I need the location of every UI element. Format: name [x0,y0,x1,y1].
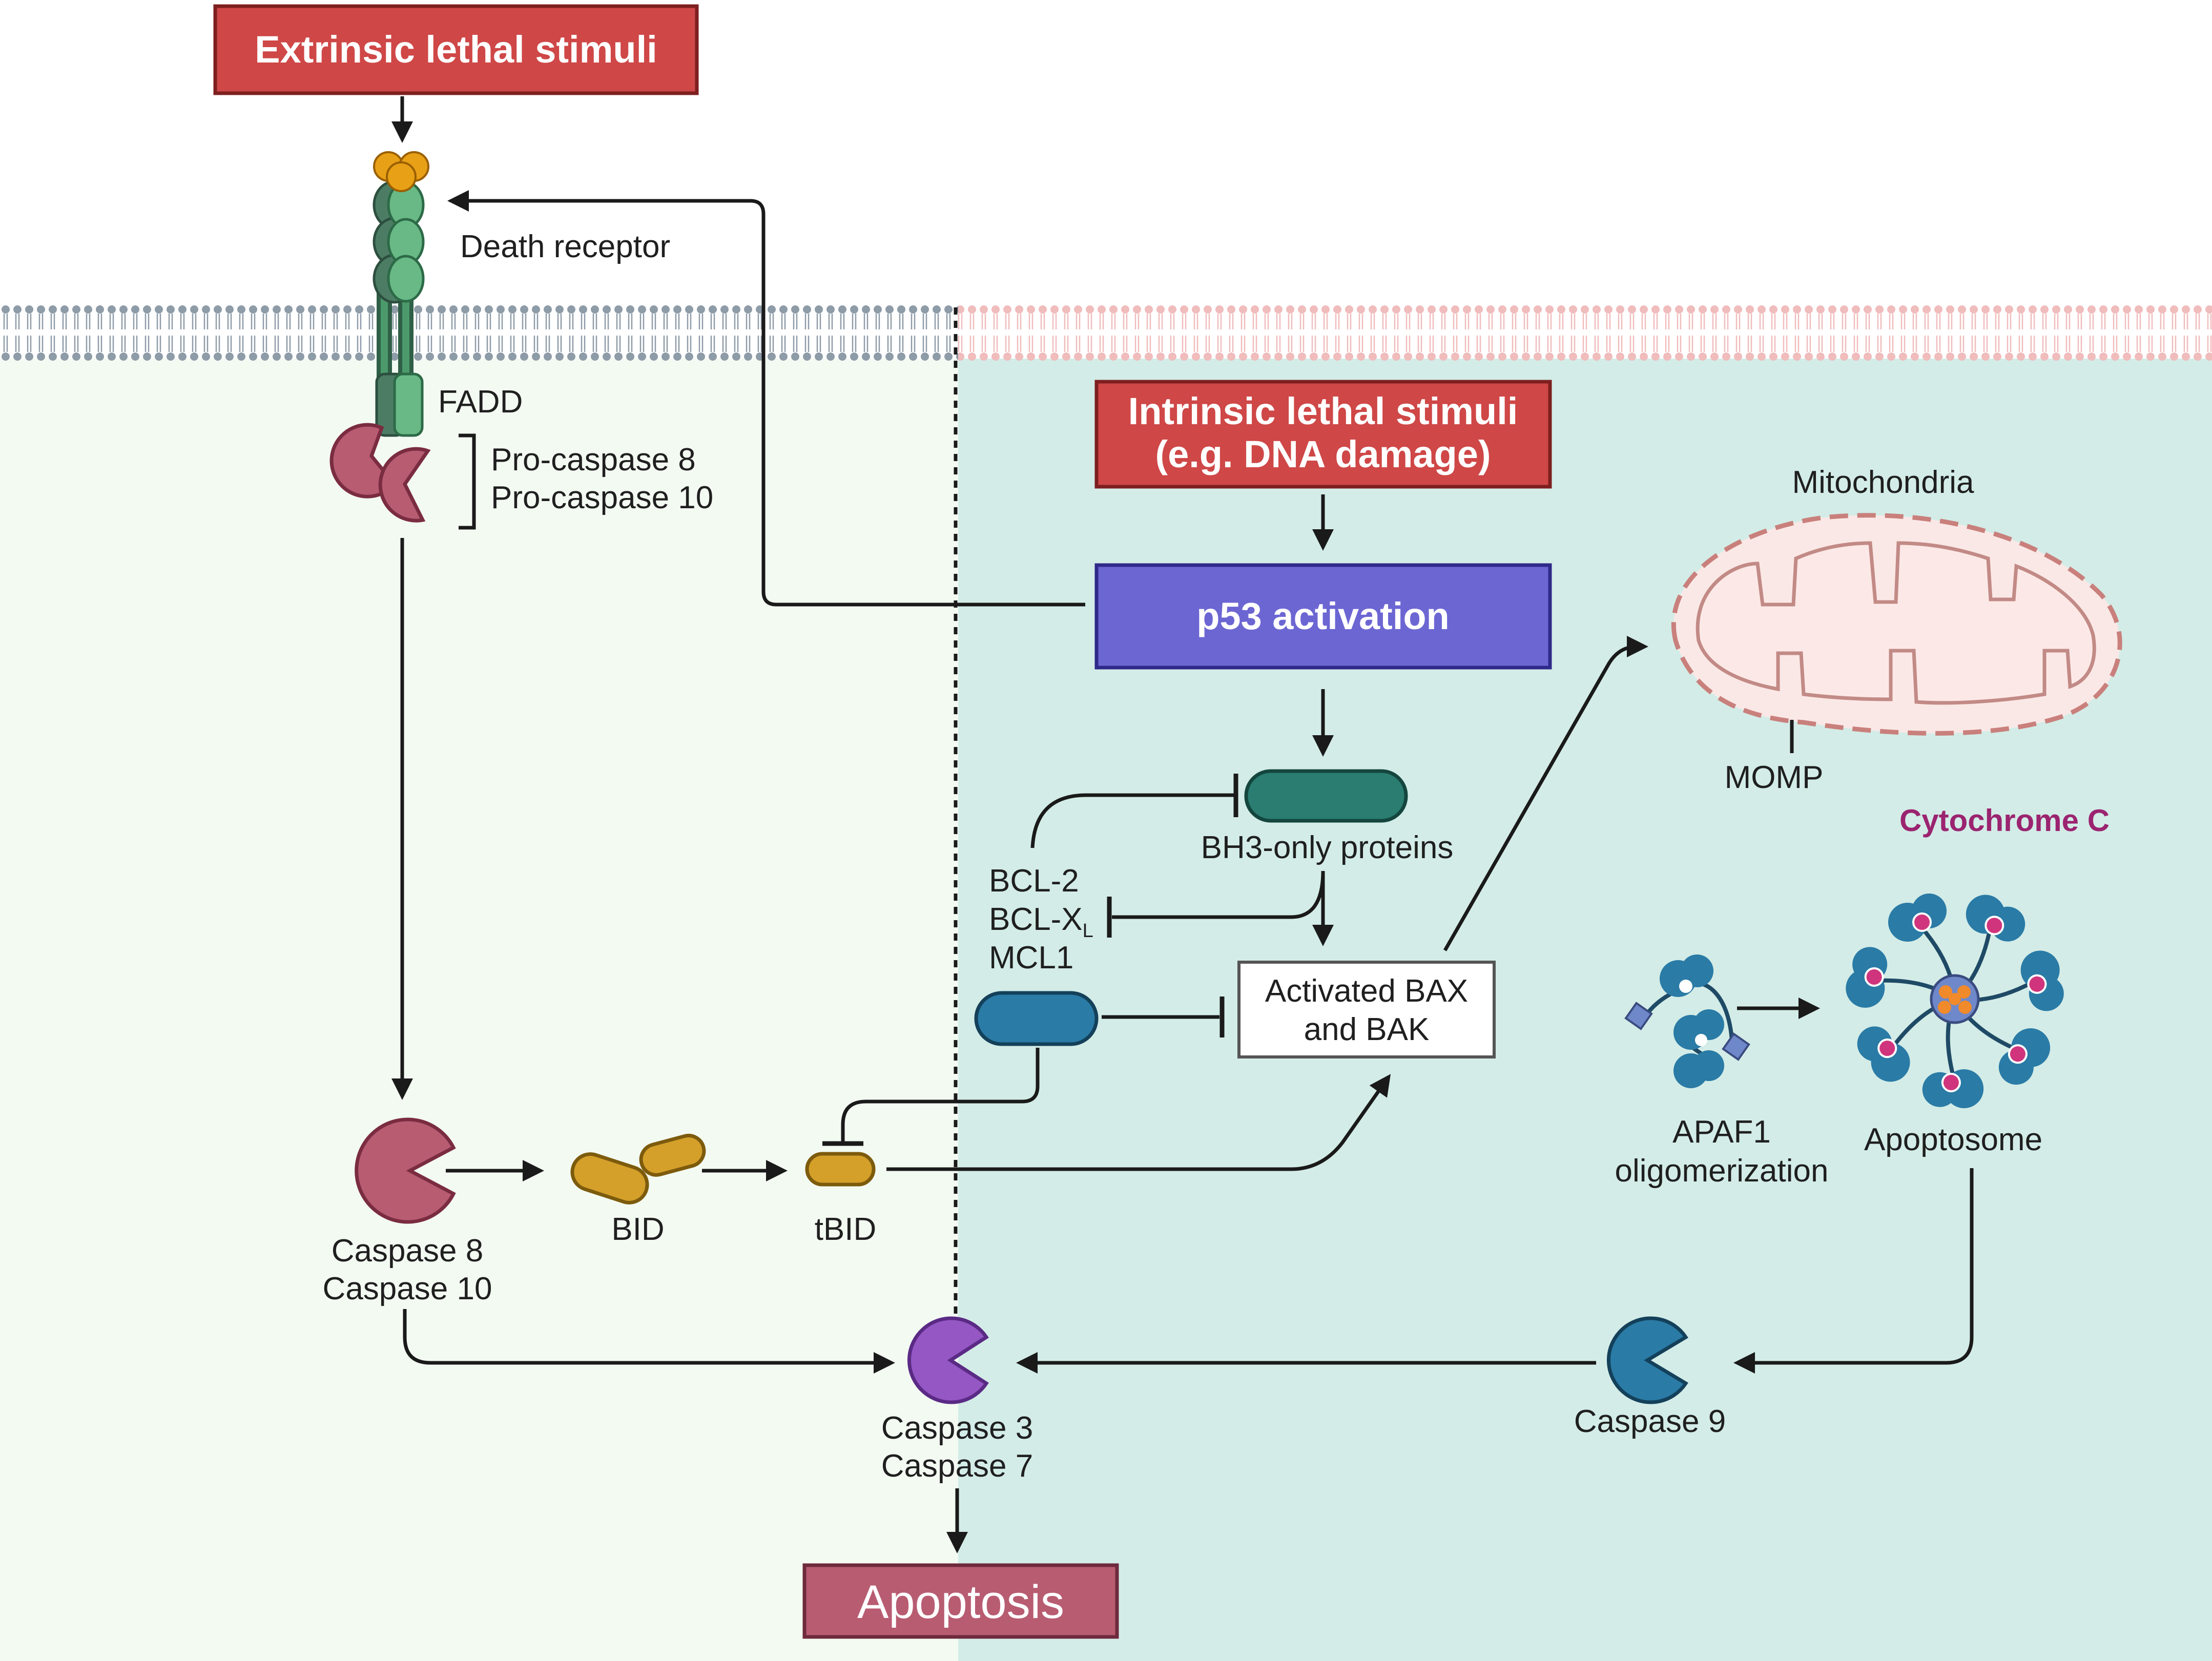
caspase9-icon [1606,1316,1688,1404]
death-receptor-icon [373,180,425,437]
caspase8-icon [355,1117,456,1224]
bid-label: BID [611,1212,664,1247]
bcl2-label: BCL-2 [989,863,1079,899]
cytochrome-c-label: Cytochrome C [1899,803,2110,838]
procaspase-icon [329,423,431,523]
apoptosome-label: Apoptosome [1864,1122,2042,1157]
bh3-label: BH3-only proteins [1201,830,1454,865]
bid-icon [570,1133,706,1205]
procaspase10-label: Pro-caspase 10 [491,480,713,515]
procaspase8-label: Pro-caspase 8 [491,442,696,477]
pathway-arrows [391,96,1974,1553]
cell-membrane-right [958,305,2212,361]
intrinsic-stimuli-box: Intrinsic lethal stimuli (e.g. DNA damag… [1094,380,1552,489]
bax-bak-box: Activated BAX and BAK [1237,961,1496,1058]
intrinsic-stimuli-line1: Intrinsic lethal stimuli [1128,390,1518,432]
p53-activation-box: p53 activation [1094,563,1552,670]
extrinsic-stimuli-label: Extrinsic lethal stimuli [255,28,657,71]
p53-activation-label: p53 activation [1196,595,1450,637]
bh3-protein-icon [1244,769,1408,823]
mcl1-label: MCL1 [989,940,1073,975]
caspase3-label: Caspase 3 [881,1410,1033,1446]
caspase7-label: Caspase 7 [881,1448,1033,1484]
bax-bak-line1: Activated BAX [1265,973,1468,1009]
apoptosis-label: Apoptosis [857,1576,1064,1628]
extrinsic-stimuli-box: Extrinsic lethal stimuli [213,4,699,95]
mitochondria-icon [1671,513,2122,736]
tbid-label: tBID [815,1212,877,1247]
apaf1-label-line2: oligomerization [1615,1153,1829,1189]
fadd-label: FADD [438,384,523,420]
caspase10-label: Caspase 10 [323,1271,492,1306]
bclxl-label: BCL-XL [989,902,1093,942]
cell-membrane-left [0,305,958,361]
caspase9-label: Caspase 9 [1574,1404,1726,1439]
apaf1-label-line1: APAF1 [1672,1114,1771,1150]
intrinsic-stimuli-line2: (e.g. DNA damage) [1155,433,1491,475]
apoptosome-icon [1831,881,2073,1123]
tbid-icon [805,1152,876,1187]
apaf1-icon [1624,954,1750,1088]
ligand-icon [373,151,429,192]
apoptosis-box: Apoptosis [802,1563,1119,1639]
caspase3-icon [907,1316,989,1404]
bax-bak-line2: and BAK [1304,1012,1430,1047]
mcl1-protein-icon [974,991,1099,1046]
caspase8-label: Caspase 8 [332,1233,483,1269]
momp-label: MOMP [1725,760,1824,795]
inhibition-lines [822,774,1325,1146]
mitochondria-label: Mitochondria [1792,465,1974,500]
extrinsic-region-bg [0,359,958,1661]
death-receptor-label: Death receptor [460,229,670,264]
